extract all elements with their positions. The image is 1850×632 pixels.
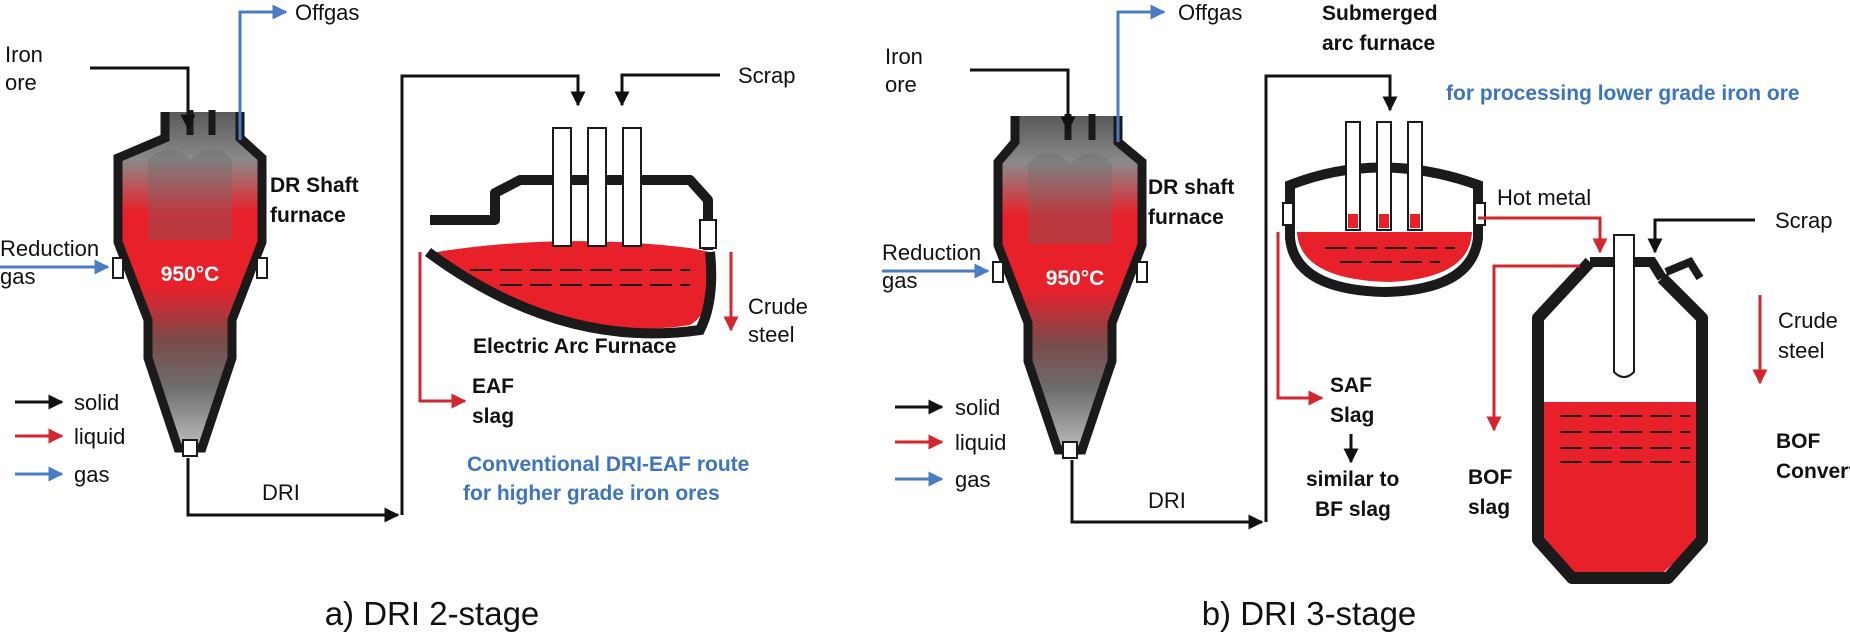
iron-ore-arrow-a — [90, 66, 196, 130]
reduction-gas-label-a: Reduction — [0, 236, 99, 261]
legend-liquid-label: liquid — [74, 424, 125, 449]
iron-ore-label-b: Iron — [885, 44, 923, 69]
saf-title-2: arc furnace — [1322, 32, 1435, 55]
route-note-a: Conventional DRI-EAF route — [467, 453, 749, 476]
dr-shaft-furnace-b: 950°C — [992, 114, 1148, 459]
saf-slag-arrow — [1276, 232, 1324, 406]
legend-gas-label: gas — [74, 462, 109, 487]
legend-b: solid liquid gas — [895, 395, 1006, 492]
iron-ore-label-a: Iron — [5, 42, 43, 67]
legend-b-gas-label: gas — [955, 467, 990, 492]
iron-ore-label-b-2: ore — [885, 72, 917, 97]
dri-arrow-a — [186, 458, 400, 523]
scrap-arrow-a — [614, 73, 720, 107]
panel-a: 950°C Iron ore Offgas DR Shaft furnace R… — [0, 0, 808, 632]
reduction-gas-label-b: Reduction — [882, 240, 981, 265]
offgas-arrow-a — [238, 4, 288, 140]
legend: solid liquid gas — [15, 390, 125, 487]
panel-b: 950°C Iron ore Offgas Submerged arc furn… — [882, 0, 1850, 632]
legend-solid-label: solid — [74, 390, 119, 415]
bof-converter-label-2: Converter — [1776, 460, 1850, 483]
bof-converter — [1532, 234, 1708, 584]
scrap-label-a: Scrap — [738, 63, 795, 88]
bof-slag-label-2: slag — [1468, 496, 1510, 519]
dri-feed-line-b — [1264, 74, 1398, 522]
saf-note: for processing lower grade iron ore — [1446, 82, 1800, 105]
bof-converter-label: BOF — [1776, 430, 1821, 453]
shaft-label-b: DR shaft — [1148, 176, 1234, 199]
hot-metal-label: Hot metal — [1497, 185, 1591, 210]
bof-slag-label: BOF — [1468, 466, 1513, 489]
bof-slag-arrow — [1486, 264, 1580, 432]
scrap-arrow-b — [1647, 218, 1755, 254]
route-note-a-2: for higher grade iron ores — [463, 482, 720, 505]
dri-arrow-b — [1070, 460, 1264, 530]
legend-b-liquid-label: liquid — [955, 430, 1006, 455]
electric-arc-furnace — [425, 127, 717, 339]
hot-metal-arrow — [1478, 216, 1608, 254]
saf-slag-label: SAF — [1330, 374, 1372, 397]
dri-label-a: DRI — [262, 480, 300, 505]
iron-ore-label-a-2: ore — [5, 70, 37, 95]
similar-label-2: BF slag — [1315, 498, 1391, 521]
shaft-label-a: DR Shaft — [270, 174, 359, 197]
crude-steel-label-b-2: steel — [1778, 338, 1824, 363]
offgas-arrow-b — [1116, 4, 1166, 142]
temperature-label-a: 950°C — [161, 263, 220, 286]
crude-steel-label-a-2: steel — [748, 322, 794, 347]
iron-ore-arrow-b — [970, 68, 1076, 132]
caption-a: a) DRI 2-stage — [325, 595, 540, 632]
eaf-slag-label: EAF — [472, 375, 514, 398]
shaft-label-a-2: furnace — [270, 204, 346, 227]
legend-b-solid-label: solid — [955, 395, 1000, 420]
offgas-label-a: Offgas — [295, 0, 359, 25]
saf-slag-label-2: Slag — [1330, 404, 1374, 427]
dri-feed-line-a — [400, 74, 586, 515]
crude-steel-label-b: Crude — [1778, 308, 1838, 333]
submerged-arc-furnace — [1282, 121, 1486, 298]
eaf-label: Electric Arc Furnace — [473, 335, 676, 358]
eaf-slag-label-2: slag — [472, 405, 514, 428]
caption-b: b) DRI 3-stage — [1202, 595, 1417, 632]
saf-title: Submerged — [1322, 2, 1438, 25]
scrap-label-b: Scrap — [1775, 208, 1832, 233]
similar-label: similar to — [1306, 468, 1399, 491]
dri-label-b: DRI — [1148, 488, 1186, 513]
shaft-label-b-2: furnace — [1148, 206, 1224, 229]
temperature-label-b: 950°C — [1046, 267, 1105, 290]
offgas-label-b: Offgas — [1178, 0, 1242, 25]
eaf-slag-arrow — [418, 252, 467, 409]
crude-steel-label-a: Crude — [748, 294, 808, 319]
dr-shaft-furnace-a: 950°C — [112, 110, 268, 457]
